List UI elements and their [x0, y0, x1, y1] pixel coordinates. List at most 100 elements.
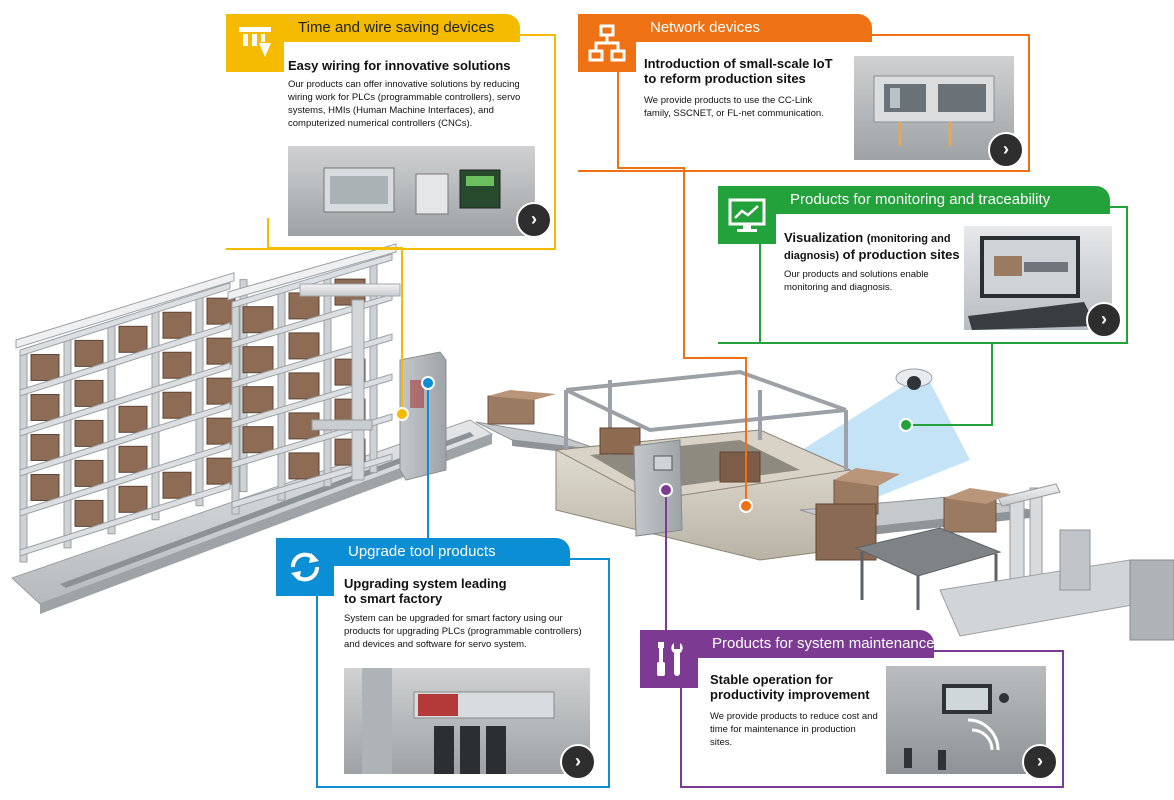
callout-title: Upgrading system leading to smart factor… [344, 576, 507, 606]
rack-top-cap [15, 272, 235, 349]
wiring-devices-photo[interactable] [288, 146, 535, 236]
callout-time-wire-saving: Time and wire saving devices Easy wiring… [226, 14, 556, 250]
callout-description: Our products and solutions enable monito… [784, 269, 929, 293]
rack-shelf-beam [231, 253, 393, 309]
rack-cardboard-box [242, 306, 274, 334]
rack-shelf-beam [19, 442, 231, 517]
upgrade-products-photo[interactable] [344, 668, 590, 774]
output-conveyor [799, 468, 1031, 561]
rack-cardboard-box [242, 426, 274, 454]
rack-upright [195, 293, 204, 507]
rack-upright [151, 307, 160, 521]
callout-title: Introduction of small-scale IoT to refor… [644, 56, 833, 86]
callout-title-line: Upgrading system leading [344, 576, 507, 591]
callout-title-line: Stable operation for [710, 672, 833, 687]
rack-cardboard-box [74, 379, 104, 407]
upgrade-more-button[interactable]: › [560, 744, 596, 780]
callout-network-devices: Network devices Introduction of small-sc… [578, 14, 1030, 172]
callout-title-part: (monitoring and [866, 233, 951, 245]
callout-title-line: to reform production sites [644, 71, 806, 86]
rack-cardboard-box [206, 297, 236, 325]
rack-shelf-beam [19, 482, 231, 557]
stacker-crane [299, 283, 401, 481]
rack-cardboard-box [288, 452, 320, 480]
callout-frame [316, 558, 610, 788]
wiring-more-button[interactable]: › [516, 202, 552, 238]
rack-upright [19, 349, 28, 563]
callout-description: We provide products to reduce cost and t… [710, 711, 878, 748]
connector-dots [395, 376, 913, 513]
storage-rack [15, 243, 397, 563]
callout-tab[interactable]: Time and wire saving devices [284, 14, 520, 42]
rack-shelf-beam [19, 322, 231, 397]
rack-cardboard-box [162, 391, 192, 419]
rack-cardboard-box [118, 325, 148, 353]
rack-cardboard-box [118, 445, 148, 473]
callout-frame [680, 650, 1064, 788]
callout-upgrade-tool: Upgrade tool products Upgrading system l… [276, 538, 610, 788]
rack-cardboard-box [162, 351, 192, 379]
maintenance-device-photo[interactable] [886, 666, 1046, 774]
callout-description: Our products can offer innovative soluti… [288, 79, 521, 129]
rack-cardboard-box [288, 292, 320, 320]
dome-camera [895, 368, 933, 390]
rack-cardboard-box [74, 339, 104, 367]
callout-tab[interactable]: Network devices [636, 14, 872, 42]
callout-tab[interactable]: Products for monitoring and traceability [776, 186, 1110, 214]
rack-upright [323, 273, 332, 487]
rack-upright [231, 301, 240, 515]
rack-cardboard-box [288, 372, 320, 400]
rack-cardboard-box [242, 386, 274, 414]
rack-cardboard-box [30, 353, 60, 381]
callout-description: System can be upgraded for smart factory… [344, 613, 582, 650]
rack-cardboard-box [74, 459, 104, 487]
monitoring-screen-photo[interactable] [964, 226, 1112, 330]
callout-title-part: diagnosis) [784, 250, 840, 262]
callout-description: We provide products to use the CC-Link f… [644, 95, 824, 119]
rack-shelf-beam [19, 362, 231, 437]
rack-cardboard-box [206, 337, 236, 365]
rack-shelf-beam [19, 282, 231, 357]
refresh-cycle-icon [276, 538, 334, 596]
rack-top-cap [227, 243, 397, 301]
network-more-button[interactable]: › [988, 132, 1024, 168]
callout-tab[interactable]: Products for system maintenance [698, 630, 935, 658]
rack-cardboard-box [74, 419, 104, 447]
rack-cardboard-box [162, 471, 192, 499]
rack-cardboard-box [206, 457, 236, 485]
rack-cardboard-box [30, 473, 60, 501]
monitoring-more-button[interactable]: › [1086, 302, 1122, 338]
callout-system-maintenance: Products for system maintenance Stable o… [640, 630, 1064, 788]
maintenance-more-button[interactable]: › [1022, 744, 1058, 780]
callout-title-part: Visualization [784, 230, 864, 245]
callout-title: Visualization (monitoring and diagnosis)… [784, 230, 974, 264]
rack-upright [107, 321, 116, 535]
rack-cardboard-box [206, 377, 236, 405]
rack-cardboard-box [242, 346, 274, 374]
callout-title-line: Introduction of small-scale IoT [644, 56, 833, 71]
tools-wrench-screwdriver-icon [640, 630, 698, 688]
rack-cardboard-box [206, 417, 236, 445]
rack-upright [63, 335, 72, 549]
palletizing-robot [939, 483, 1174, 641]
rack-upright [277, 287, 286, 501]
callout-tab[interactable]: Upgrade tool products [334, 538, 570, 566]
rack-shelf-beam [19, 402, 231, 477]
monitor-chart-icon [718, 186, 776, 244]
network-devices-photo[interactable] [854, 56, 1014, 160]
network-hierarchy-icon [578, 14, 636, 72]
rack-cardboard-box [30, 393, 60, 421]
rack-cardboard-box [118, 485, 148, 513]
rack-cardboard-box [288, 332, 320, 360]
callout-title-part: of production sites [842, 247, 960, 262]
callout-title-line: productivity improvement [710, 687, 870, 702]
rack-cardboard-box [162, 311, 192, 339]
rack-cardboard-box [74, 499, 104, 527]
callout-monitoring-traceability: Products for monitoring and traceability… [718, 186, 1128, 344]
input-conveyor [475, 390, 601, 456]
packaging-machine [554, 369, 852, 561]
callout-title: Stable operation for productivity improv… [710, 672, 870, 702]
callout-title: Easy wiring for innovative solutions [288, 58, 511, 73]
rack-cardboard-box [30, 433, 60, 461]
